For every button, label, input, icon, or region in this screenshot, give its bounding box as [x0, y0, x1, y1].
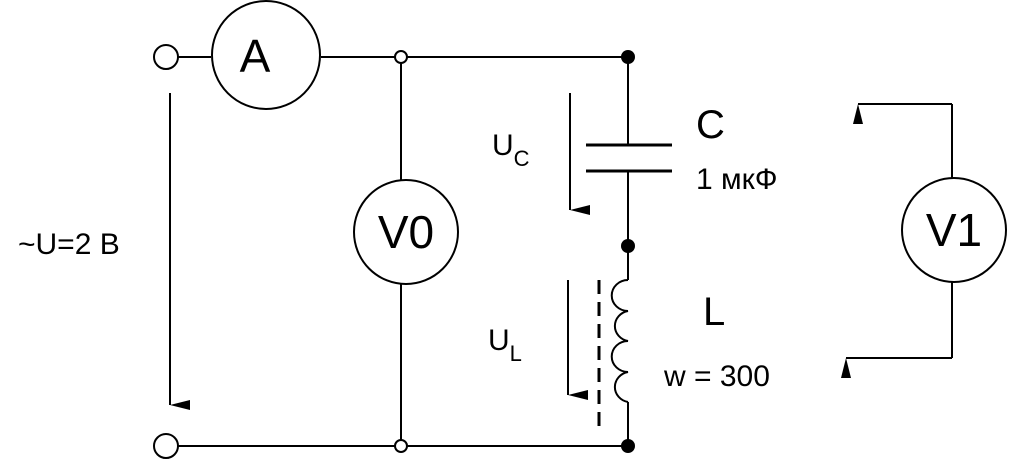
inductor-name: L: [703, 290, 725, 334]
junction-dot-top: [621, 50, 635, 64]
inductor-coil: [610, 279, 629, 403]
junction-dot-bottom: [621, 439, 635, 453]
voltmeter-v0[interactable]: V0: [353, 179, 459, 285]
inductor-voltage-sub: L: [510, 341, 522, 366]
ammeter-circle: [211, 0, 321, 110]
inductor-voltage-label: UL: [488, 324, 522, 366]
ammeter-label: A: [240, 30, 271, 82]
source-voltage-label: ~U=2 В: [18, 228, 120, 261]
ammeter[interactable]: A: [211, 0, 321, 110]
capacitor-voltage-sub: C: [514, 146, 530, 171]
capacitor-name: C: [696, 103, 725, 147]
voltmeter-v1-label: V1: [926, 204, 982, 256]
input-terminal-bottom[interactable]: [153, 433, 179, 459]
capacitor-value: 1 мкФ: [696, 163, 778, 196]
voltmeter-v1-circle: [901, 177, 1007, 283]
capacitor: [586, 143, 672, 173]
voltmeter-v0-label: V0: [378, 206, 434, 258]
junction-open-bottom: [394, 439, 408, 453]
inductor: [597, 246, 629, 432]
junction-open-top: [394, 50, 408, 64]
input-terminal-top[interactable]: [153, 44, 179, 70]
voltmeter-v0-circle: [353, 179, 459, 285]
capacitor-voltage-main: U: [492, 129, 514, 162]
inductor-voltage-main: U: [488, 324, 510, 357]
inductor-value: w = 300: [663, 360, 770, 393]
capacitor-voltage-label: UC: [492, 129, 530, 171]
voltmeter-v1[interactable]: V1: [841, 103, 1007, 378]
